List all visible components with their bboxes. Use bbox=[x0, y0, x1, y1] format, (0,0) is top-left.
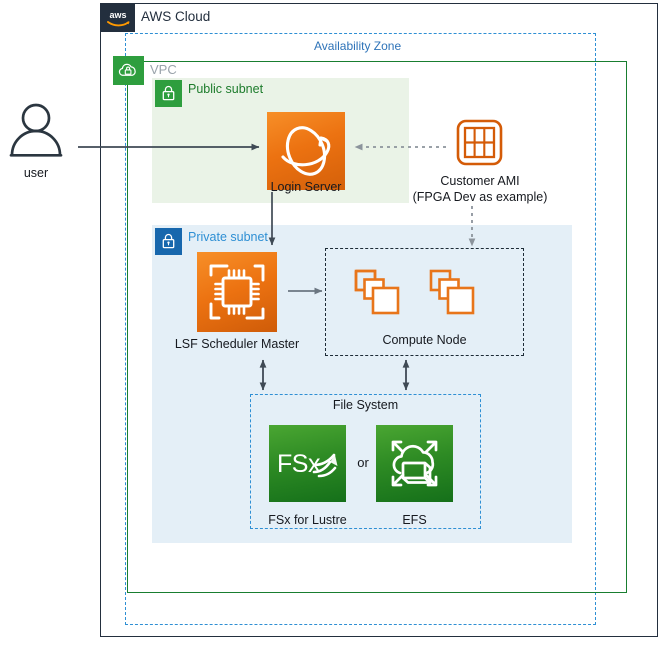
vpc-cloud-lock-icon bbox=[113, 56, 144, 85]
customer-ami-label-line2: (FPGA Dev as example) bbox=[412, 190, 548, 204]
login-server-label: Login Server bbox=[270, 180, 342, 194]
compute-node-label: Compute Node bbox=[382, 333, 467, 347]
availability-zone-label: Availability Zone bbox=[314, 39, 402, 53]
availability-zone-boundary bbox=[125, 33, 596, 625]
user-label: user bbox=[23, 166, 49, 180]
stacked-instances-icon bbox=[428, 268, 488, 326]
public-subnet-lock-icon bbox=[155, 80, 182, 107]
fsx-lustre-label: FSx for Lustre bbox=[268, 513, 347, 527]
aws-logo-icon: aws bbox=[101, 4, 135, 32]
aws-cloud-boundary bbox=[100, 3, 658, 637]
stacked-instances-icon bbox=[353, 268, 413, 326]
or-separator-label: or bbox=[357, 455, 369, 470]
compute-node-group bbox=[325, 248, 524, 356]
efs-label: EFS bbox=[402, 513, 427, 527]
public-subnet-label: Public subnet bbox=[188, 82, 264, 96]
private-subnet-label: Private subnet bbox=[188, 230, 268, 244]
login-server-node[interactable] bbox=[267, 112, 345, 190]
file-system-group bbox=[250, 394, 481, 529]
lsf-scheduler-master-node[interactable] bbox=[197, 252, 277, 332]
fsx-lustre-icon[interactable]: FSx bbox=[269, 425, 346, 502]
user-person-icon bbox=[5, 100, 67, 162]
efs-cloud-icon[interactable] bbox=[376, 425, 453, 502]
vpc-boundary bbox=[127, 61, 627, 593]
file-system-label: File System bbox=[332, 398, 399, 412]
ami-grid-icon[interactable] bbox=[452, 115, 507, 170]
vpc-label: VPC bbox=[150, 62, 177, 77]
private-subnet-lock-icon bbox=[155, 228, 182, 255]
aws-cloud-label: AWS Cloud bbox=[141, 9, 211, 24]
lsf-scheduler-master-label: LSF Scheduler Master bbox=[174, 337, 300, 351]
svg-text:aws: aws bbox=[109, 10, 126, 20]
customer-ami-label-line1: Customer AMI bbox=[440, 174, 520, 188]
